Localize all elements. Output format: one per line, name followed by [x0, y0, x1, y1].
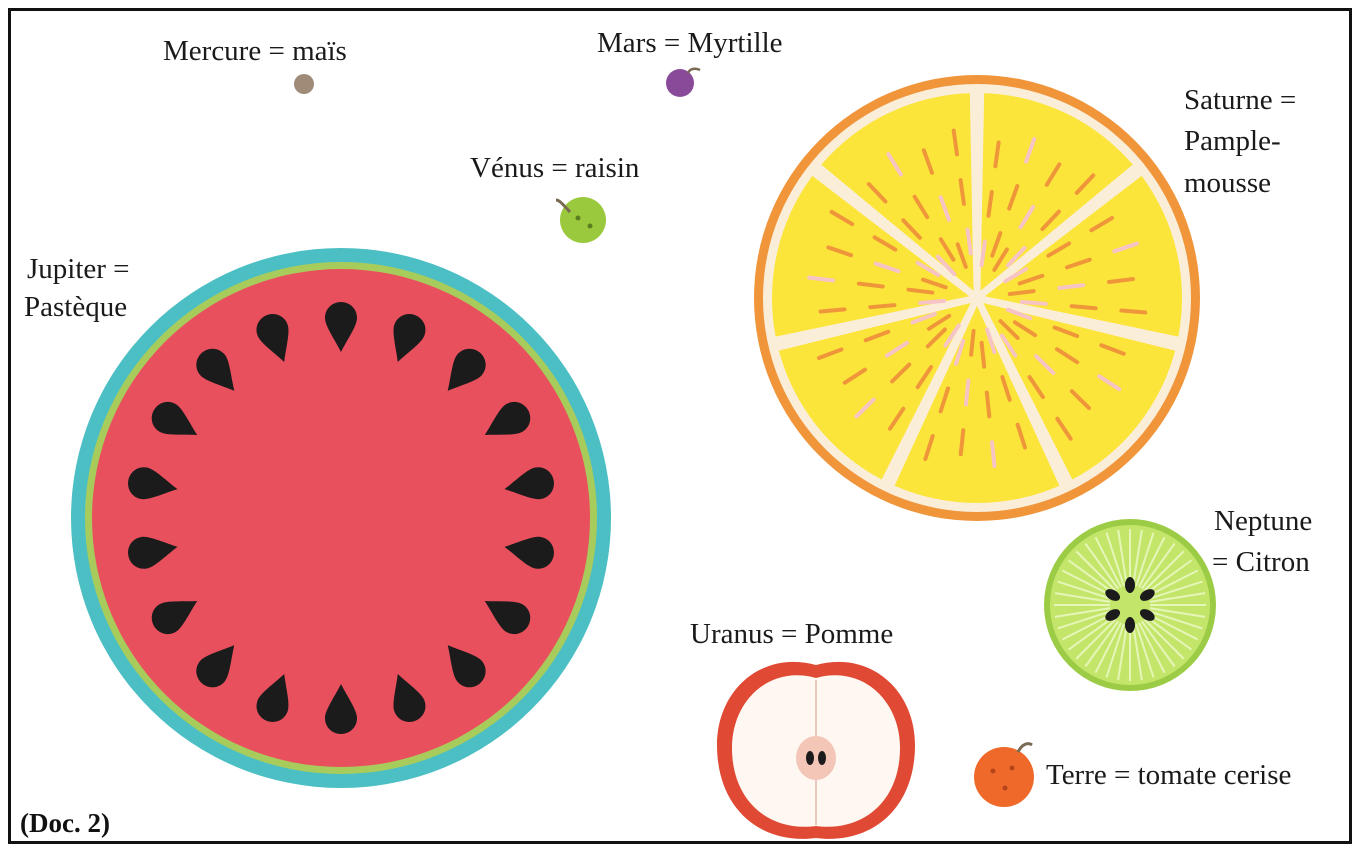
watermelon-icon: [71, 248, 611, 788]
saturne-label-line3: mousse: [1184, 166, 1271, 200]
lime-icon: [1044, 519, 1216, 691]
jupiter-label-line1: Jupiter =: [27, 252, 130, 286]
apple-icon: [717, 662, 915, 839]
grapefruit-icon: [754, 75, 1200, 521]
terre-label: Terre = tomate cerise: [1046, 758, 1291, 792]
corn-kernel-icon: [294, 74, 314, 94]
cherry-tomato-icon: [974, 744, 1034, 807]
venus-label: Vénus = raisin: [470, 151, 639, 185]
grape-icon: [556, 197, 606, 243]
neptune-label-line1: Neptune: [1214, 504, 1312, 538]
saturne-label-line2: Pample-: [1184, 124, 1281, 158]
saturne-label-line1: Saturne =: [1184, 83, 1296, 117]
mercure-label: Mercure = maïs: [163, 34, 347, 68]
neptune-label-line2: = Citron: [1212, 545, 1310, 579]
lime-seed: [1125, 577, 1135, 593]
lime-seed: [1125, 617, 1135, 633]
blueberry-icon: [666, 69, 700, 97]
jupiter-label-line2: Pastèque: [24, 290, 127, 324]
mars-label: Mars = Myrtille: [597, 26, 783, 60]
doc-label: (Doc. 2): [20, 808, 110, 839]
uranus-label: Uranus = Pomme: [690, 617, 893, 651]
